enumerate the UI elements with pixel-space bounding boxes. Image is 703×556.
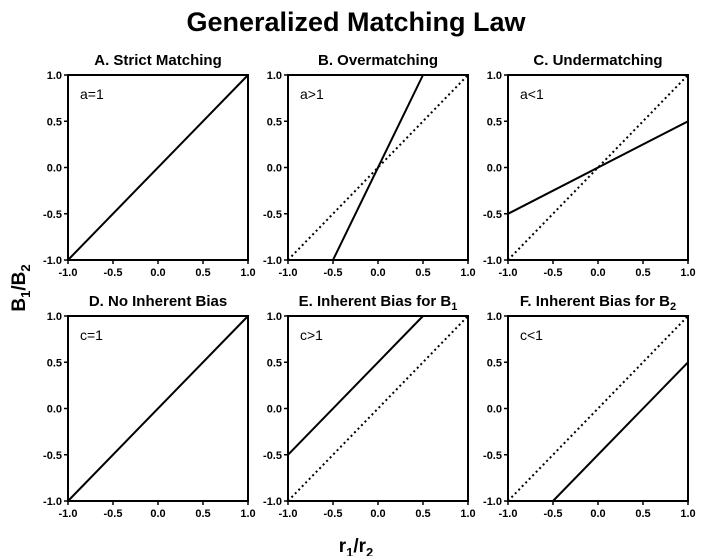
x-tick-label: -1.0 — [279, 508, 298, 520]
x-tick-label: 0.5 — [635, 508, 650, 520]
y-tick-label: -0.5 — [43, 450, 62, 462]
parameter-annotation: c<1 — [520, 327, 543, 343]
panel-title: D. No Inherent Bias — [89, 293, 227, 310]
model-line-solid — [67, 315, 249, 502]
model-line-solid — [332, 74, 424, 261]
parameter-annotation: c=1 — [80, 327, 103, 343]
x-tick-label: -1.0 — [499, 267, 518, 279]
panel-a: A. Strict Matching -1.0 -0.5 0.0 0.5 1.0 -1.0 -… — [43, 52, 256, 279]
y-tick-label: -0.5 — [483, 209, 502, 221]
x-tick-label: 0.0 — [150, 508, 165, 520]
y-tick-label: -1.0 — [43, 496, 62, 508]
x-tick-label: -0.5 — [544, 508, 563, 520]
reference-line-dotted — [507, 74, 689, 261]
parameter-annotation: a=1 — [80, 86, 104, 102]
x-tick-label: 0.0 — [150, 267, 165, 279]
x-tick-label: -1.0 — [499, 508, 518, 520]
reference-line-dotted — [287, 315, 469, 502]
panel-title: B. Overmatching — [318, 52, 438, 69]
panel-b: B. Overmatching -1.0 -0.5 0.0 0.5 1.0 -1.0 -0.5… — [263, 52, 476, 279]
parameter-annotation: c>1 — [300, 327, 323, 343]
x-tick-label: -0.5 — [104, 267, 123, 279]
y-tick-label: 1.0 — [47, 311, 62, 323]
model-line-solid — [287, 315, 424, 456]
y-tick-label: 0.5 — [267, 116, 282, 128]
model-line-solid — [67, 74, 249, 261]
panel-c: C. Undermatching -1.0 -0.5 0.0 0.5 1.0 -1.0 -0.… — [483, 52, 696, 279]
x-tick-label: 0.5 — [415, 267, 430, 279]
model-line-solid — [507, 120, 689, 215]
y-tick-label: -0.5 — [263, 209, 282, 221]
x-tick-label: 1.0 — [460, 508, 475, 520]
x-tick-label: 1.0 — [680, 508, 695, 520]
y-tick-label: 1.0 — [487, 70, 502, 82]
x-tick-label: 0.0 — [590, 508, 605, 520]
x-tick-label: 0.5 — [415, 508, 430, 520]
y-tick-label: -0.5 — [263, 450, 282, 462]
plot-frame — [507, 315, 689, 502]
parameter-annotation: a>1 — [300, 86, 324, 102]
x-tick-label: -0.5 — [324, 508, 343, 520]
y-tick-label: 0.0 — [267, 163, 282, 175]
model-line-solid — [552, 361, 689, 502]
x-axis-label: r1/r2 — [339, 536, 374, 556]
x-tick-label: 1.0 — [240, 267, 255, 279]
y-tick-label: 0.0 — [487, 163, 502, 175]
y-tick-label: 0.5 — [487, 357, 502, 369]
figure-title: Generalized Matching Law — [186, 7, 526, 37]
x-tick-label: -0.5 — [324, 267, 343, 279]
x-tick-label: -0.5 — [104, 508, 123, 520]
x-tick-label: 0.5 — [195, 508, 210, 520]
y-axis-label: B1/B2 — [9, 264, 33, 311]
panel-title: F. Inherent Bias for B2 — [520, 293, 676, 313]
x-tick-label: 0.0 — [370, 267, 385, 279]
panel-title: E. Inherent Bias for B1 — [299, 293, 458, 313]
x-tick-label: 0.5 — [635, 267, 650, 279]
x-tick-label: 1.0 — [680, 267, 695, 279]
reference-line-dotted — [287, 74, 469, 261]
x-tick-label: 1.0 — [240, 508, 255, 520]
panel-d: D. No Inherent Bias -1.0 -0.5 0.0 0.5 1.0 -1.0… — [43, 293, 256, 520]
x-tick-label: -1.0 — [59, 267, 78, 279]
x-tick-label: 1.0 — [460, 267, 475, 279]
y-tick-label: -0.5 — [43, 209, 62, 221]
panel-title: C. Undermatching — [533, 52, 662, 69]
y-tick-label: 0.5 — [487, 116, 502, 128]
panel-grid: A. Strict Matching-1.0-0.50.00.51.0-1.0-… — [43, 52, 696, 520]
plot-frame — [287, 315, 469, 502]
y-tick-label: -1.0 — [43, 255, 62, 267]
y-tick-label: 0.0 — [47, 163, 62, 175]
y-tick-label: 1.0 — [47, 70, 62, 82]
x-tick-label: -1.0 — [279, 267, 298, 279]
y-tick-label: -1.0 — [263, 496, 282, 508]
y-tick-label: 0.5 — [47, 357, 62, 369]
x-tick-label: 0.0 — [370, 508, 385, 520]
x-tick-label: 0.0 — [590, 267, 605, 279]
y-tick-label: 0.5 — [267, 357, 282, 369]
x-tick-label: -1.0 — [59, 508, 78, 520]
y-tick-label: 0.0 — [47, 404, 62, 416]
y-tick-label: 1.0 — [267, 70, 282, 82]
panel-title: A. Strict Matching — [94, 52, 222, 69]
y-tick-label: 0.0 — [267, 404, 282, 416]
y-tick-label: 0.5 — [47, 116, 62, 128]
y-tick-label: 1.0 — [487, 311, 502, 323]
x-tick-label: -0.5 — [544, 267, 563, 279]
panel-e: E. Inherent Bias for B1 -1.0 -0.5 0.0 0.5 1.0… — [263, 293, 476, 520]
panel-f: F. Inherent Bias for B2 -1.0 -0.5 0.0 0.5 1.0… — [483, 293, 696, 520]
reference-line-dotted — [507, 315, 689, 502]
parameter-annotation: a<1 — [520, 86, 544, 102]
y-tick-label: -1.0 — [483, 496, 502, 508]
y-tick-label: -0.5 — [483, 450, 502, 462]
y-tick-label: -1.0 — [483, 255, 502, 267]
y-tick-label: 0.0 — [487, 404, 502, 416]
y-tick-label: -1.0 — [263, 255, 282, 267]
y-tick-label: 1.0 — [267, 311, 282, 323]
x-tick-label: 0.5 — [195, 267, 210, 279]
